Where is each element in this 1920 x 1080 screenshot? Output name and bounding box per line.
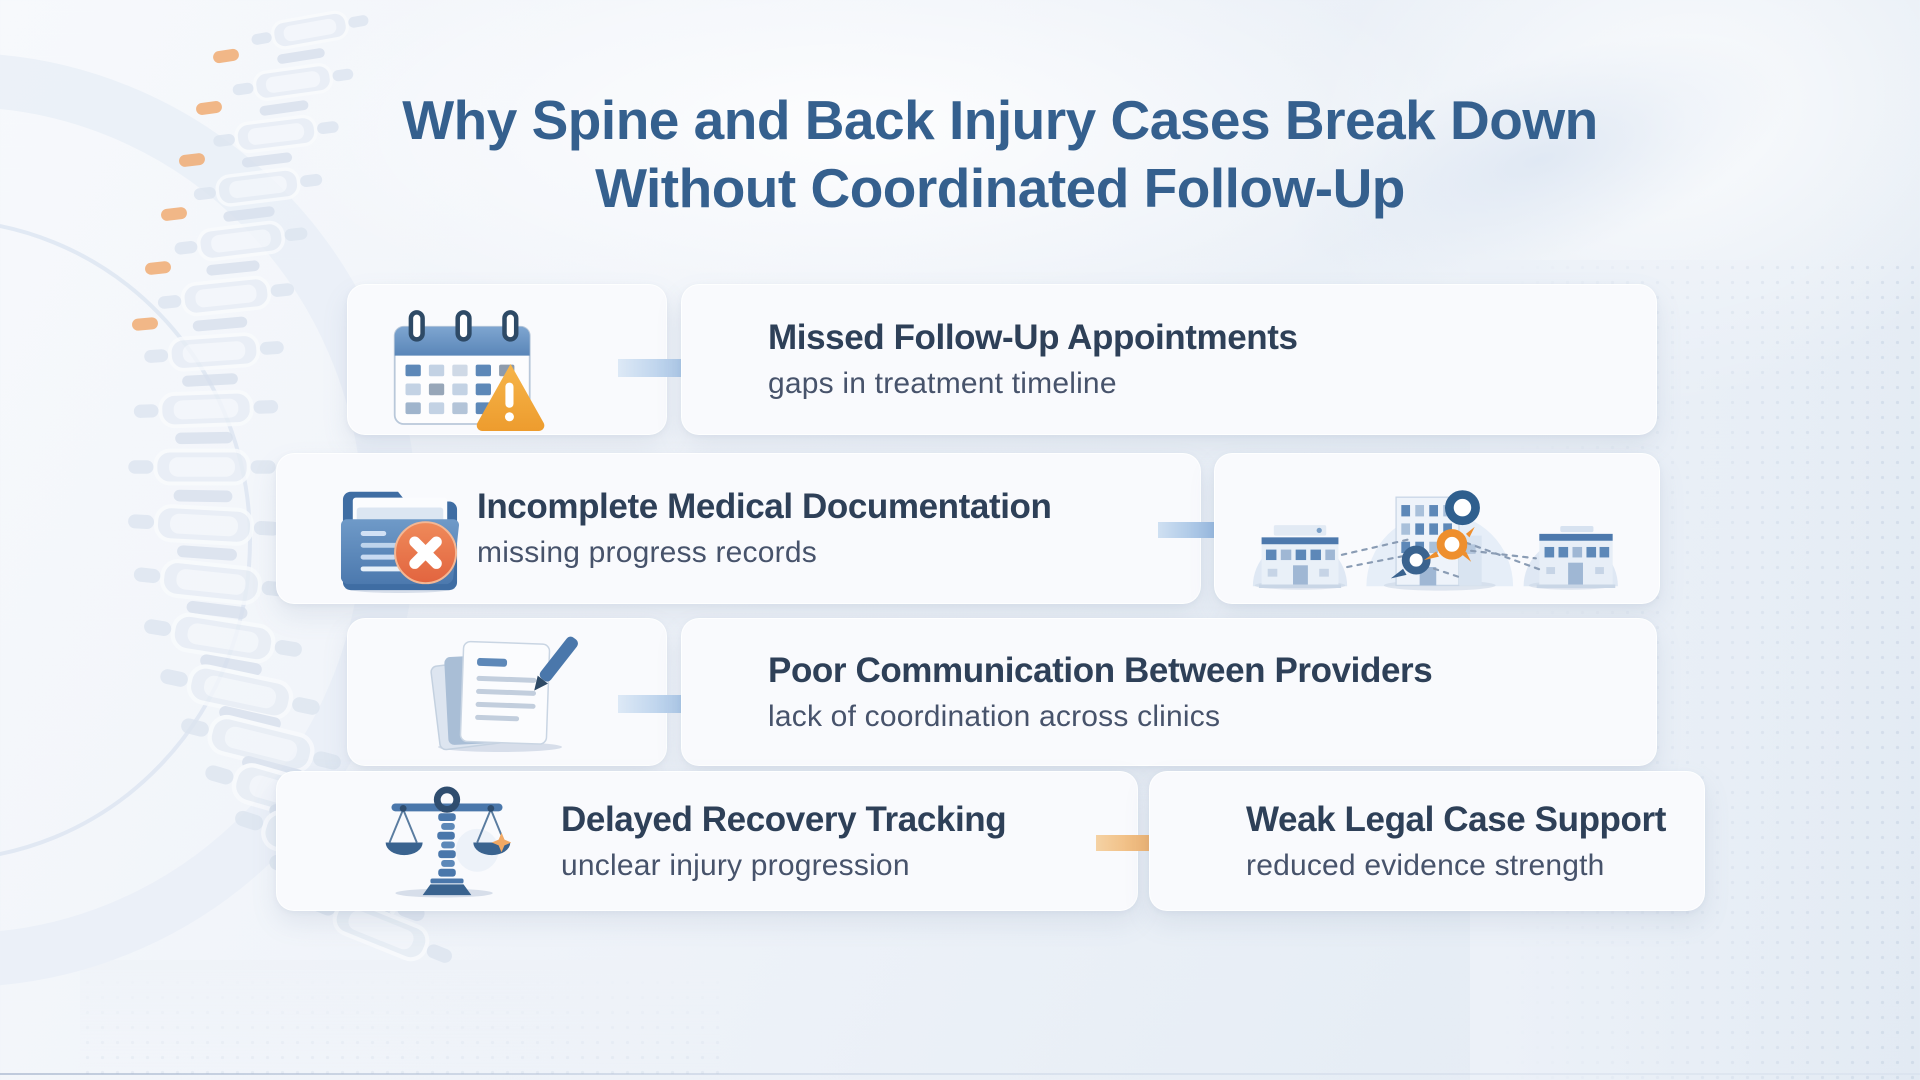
clinics-network-illustration xyxy=(1227,464,1649,595)
row3-title: Poor Communication Between Providers xyxy=(768,650,1433,690)
row2-illustration-card xyxy=(1214,453,1660,604)
row4-result-title: Weak Legal Case Support xyxy=(1246,799,1666,839)
bottom-edge-line xyxy=(0,1073,1920,1075)
calendar-warning-icon xyxy=(378,307,568,433)
folder-error-icon xyxy=(331,474,469,594)
row2-subtitle: missing progress records xyxy=(477,536,817,569)
page-title-line1: Why Spine and Back Injury Cases Break Do… xyxy=(402,89,1598,151)
scales-of-justice-spine-icon xyxy=(383,786,512,898)
row3-text-card: Poor Communication Between Providers lac… xyxy=(681,618,1657,766)
page-title-line2: Without Coordinated Follow-Up xyxy=(595,157,1405,220)
row1-icon-card xyxy=(347,284,667,435)
row4-result-card: Weak Legal Case Support reduced evidence… xyxy=(1149,771,1705,911)
row2-title: Incomplete Medical Documentation xyxy=(477,487,1052,526)
row1-text-card: Missed Follow-Up Appointments gaps in tr… xyxy=(681,284,1657,435)
document-pen-icon xyxy=(420,633,592,753)
row4-result-subtitle: reduced evidence strength xyxy=(1246,848,1605,882)
row4-title: Delayed Recovery Tracking xyxy=(561,799,1007,839)
row3-subtitle: lack of coordination across clinics xyxy=(768,699,1221,733)
dot-texture xyxy=(80,960,720,1080)
row4-subtitle: unclear injury progression xyxy=(561,848,910,882)
page-title: Why Spine and Back Injury Cases Break Do… xyxy=(300,86,1700,222)
row1-title: Missed Follow-Up Appointments xyxy=(768,318,1298,357)
row3-icon-card xyxy=(347,618,667,766)
row1-subtitle: gaps in treatment timeline xyxy=(768,367,1117,400)
row4-card: Delayed Recovery Tracking unclear injury… xyxy=(276,771,1138,911)
row2-card: Incomplete Medical Documentation missing… xyxy=(276,453,1201,604)
